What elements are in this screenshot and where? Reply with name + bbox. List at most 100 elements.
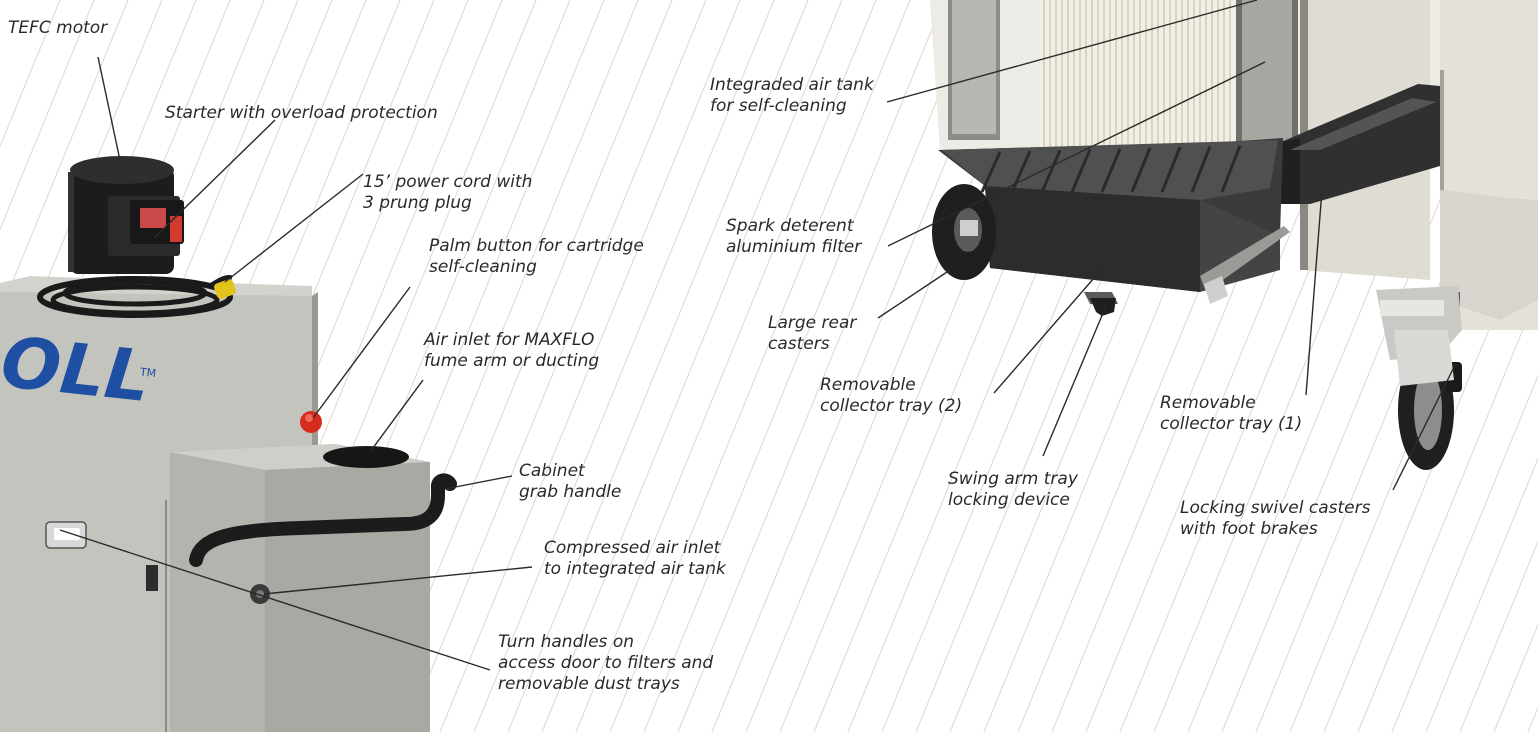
leader-turn-handles bbox=[59, 529, 491, 671]
leader-power-cord bbox=[224, 173, 364, 283]
tray-rib bbox=[1160, 146, 1182, 193]
brand-logo: OLL TM bbox=[0, 321, 157, 418]
callout-line: access door to filters and bbox=[498, 653, 714, 673]
callout-line: 15’ power cord with bbox=[363, 172, 533, 192]
side-mesh-panel bbox=[948, 0, 1298, 150]
leader-palm-button bbox=[312, 286, 411, 419]
logo-text: OLL bbox=[0, 321, 154, 418]
tray-slide-rail bbox=[1200, 226, 1290, 304]
tray-rib bbox=[1070, 149, 1092, 193]
swing-arm-lock bbox=[1084, 292, 1118, 316]
background-stripe bbox=[1323, 208, 1538, 733]
background-stripe bbox=[643, 0, 945, 733]
leader-rear-casters bbox=[877, 269, 951, 319]
starter-box bbox=[130, 200, 184, 244]
background-stripe bbox=[1425, 457, 1538, 733]
tray-rib bbox=[1190, 145, 1212, 193]
leader-air-inlet bbox=[369, 379, 424, 453]
power-cord bbox=[37, 275, 233, 318]
leader-tray-2 bbox=[993, 261, 1109, 394]
callout-line: aluminium filter bbox=[726, 237, 862, 257]
callout-line: for self-cleaning bbox=[710, 96, 847, 116]
callout-line: self-cleaning bbox=[429, 257, 537, 277]
background-stripe bbox=[1357, 291, 1538, 733]
callout-line: collector tray (1) bbox=[1160, 414, 1303, 434]
callout-line: Large rear bbox=[768, 313, 857, 333]
callout-line: with foot brakes bbox=[1180, 519, 1318, 539]
tray-rib bbox=[1040, 149, 1062, 193]
background-stripe bbox=[0, 0, 95, 231]
tray-rib bbox=[1010, 150, 1032, 193]
background-stripe bbox=[541, 0, 843, 733]
grab-handle bbox=[189, 473, 457, 567]
callout-line: Removable bbox=[820, 375, 916, 395]
callout-line: removable dust trays bbox=[498, 674, 680, 694]
callout-line: Integraded air tank bbox=[710, 75, 874, 95]
tray-rib bbox=[1130, 147, 1152, 193]
callout-line: Compressed air inlet bbox=[544, 538, 721, 558]
callout-line: Removable bbox=[1160, 393, 1256, 413]
callout-line: Locking swivel casters bbox=[1180, 498, 1371, 518]
leader-starter bbox=[153, 119, 276, 239]
leader-grab-handle bbox=[444, 475, 513, 490]
callout-line: casters bbox=[768, 334, 830, 354]
leader-swivel-casters bbox=[1392, 364, 1456, 491]
callout-line: fume arm or ducting bbox=[424, 351, 600, 371]
background-stripe bbox=[473, 0, 775, 733]
leader-tefc-motor bbox=[97, 56, 122, 166]
logo-trademark: TM bbox=[138, 365, 156, 380]
callout-line: Palm button for cartridge bbox=[429, 236, 644, 256]
callout-line: Cabinet bbox=[519, 461, 585, 481]
callout-line: grab handle bbox=[519, 482, 622, 502]
leader-swing-arm bbox=[1042, 305, 1107, 457]
background-stripe bbox=[677, 0, 979, 733]
callout-line: 3 prung plug bbox=[363, 193, 472, 213]
leader-spark-filter bbox=[887, 61, 1266, 247]
tray-ribs bbox=[980, 145, 1242, 193]
callout-leader-lines bbox=[59, 0, 1456, 671]
leader-compressed-air bbox=[263, 566, 533, 595]
background-stripe bbox=[1391, 374, 1538, 733]
callout-line: TEFC motor bbox=[8, 18, 108, 38]
callout-line: Spark deterent bbox=[726, 216, 854, 236]
access-door-handle bbox=[45, 521, 87, 549]
leader-air-tank bbox=[886, 0, 1258, 103]
background-stripe bbox=[1459, 540, 1538, 733]
palm-button bbox=[300, 411, 322, 433]
background-stripe bbox=[609, 0, 911, 733]
callout-line: to integrated air tank bbox=[544, 559, 726, 579]
callout-line: Air inlet for MAXFLO bbox=[424, 330, 595, 350]
callout-line: collector tray (2) bbox=[820, 396, 963, 416]
background-stripe bbox=[575, 0, 877, 733]
background-stripe bbox=[405, 0, 707, 733]
callout-line: Starter with overload protection bbox=[165, 103, 438, 123]
tray-rib bbox=[1100, 148, 1122, 193]
leader-tray-1 bbox=[1305, 189, 1323, 396]
callout-starter: Starter with overload protection bbox=[165, 103, 438, 124]
air-inlet-port bbox=[323, 446, 409, 468]
rear-caster bbox=[932, 184, 996, 280]
tray-rib bbox=[1220, 145, 1242, 193]
power-plug bbox=[213, 279, 237, 299]
background-stripe bbox=[0, 0, 129, 314]
background-stripe bbox=[439, 0, 741, 733]
callout-line: locking device bbox=[948, 490, 1070, 510]
callout-tefc-motor: TEFC motor bbox=[8, 18, 107, 39]
background-stripe bbox=[507, 0, 809, 733]
callout-line: Turn handles on bbox=[498, 632, 634, 652]
tray-rib bbox=[980, 151, 1002, 193]
